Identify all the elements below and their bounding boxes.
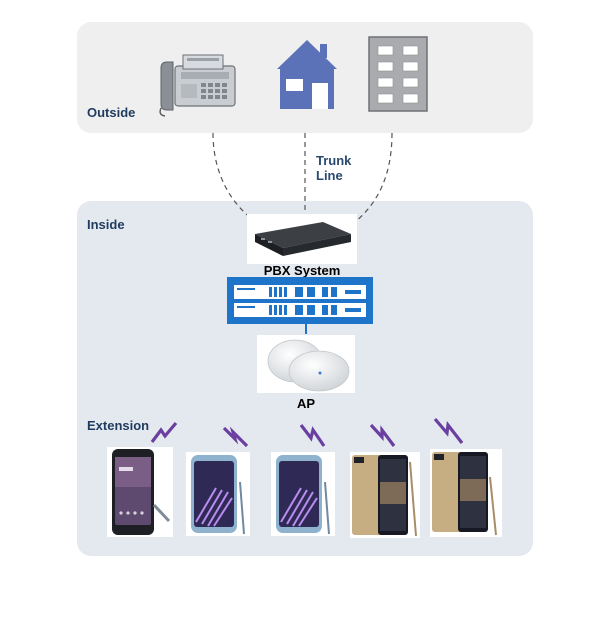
fax-phone-icon bbox=[157, 52, 239, 118]
outside-label: Outside bbox=[87, 105, 136, 120]
wireless-signal-icon bbox=[368, 422, 398, 448]
smartphone-icon bbox=[107, 447, 173, 537]
trunk-line-right bbox=[354, 132, 393, 223]
trunk-label-line1: Trunk bbox=[316, 153, 352, 168]
smartphone-icon bbox=[271, 452, 335, 536]
trunk-line-label: Trunk Line bbox=[316, 153, 351, 183]
pbx-device-icon bbox=[247, 214, 357, 264]
smartphone-icon bbox=[430, 449, 502, 537]
extension-label: Extension bbox=[87, 418, 150, 433]
ap-label: AP bbox=[296, 396, 316, 411]
wireless-signal-icon bbox=[150, 420, 180, 446]
office-building-icon bbox=[368, 36, 428, 112]
trunk-line-left bbox=[212, 132, 257, 223]
wireless-signal-icon bbox=[221, 424, 251, 450]
house-icon bbox=[276, 39, 338, 111]
wireless-signal-icon bbox=[298, 422, 328, 448]
network-switch-icon bbox=[227, 277, 373, 324]
access-point-icon bbox=[257, 335, 355, 393]
smartphone-icon bbox=[350, 452, 420, 538]
trunk-label-line2: Line bbox=[316, 168, 343, 183]
inside-label: Inside bbox=[87, 217, 125, 232]
wireless-signal-icon bbox=[432, 416, 466, 446]
pbx-label: PBX System bbox=[263, 263, 341, 278]
smartphone-icon bbox=[186, 452, 250, 536]
